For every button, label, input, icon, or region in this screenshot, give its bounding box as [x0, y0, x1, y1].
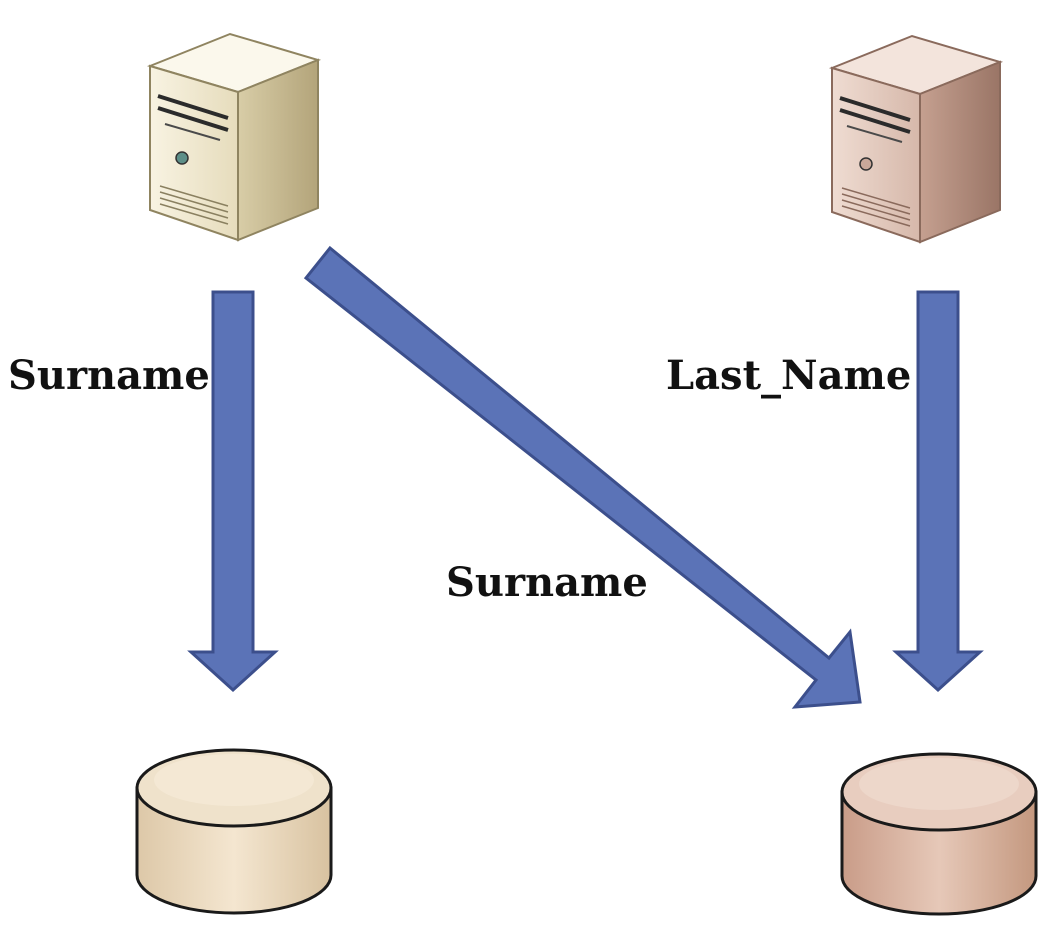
cross-flow-arrow: [303, 245, 862, 709]
right-flow-arrow: [892, 290, 984, 693]
cross-flow-label: Surname: [446, 559, 648, 606]
left-flow-label: Surname: [8, 352, 210, 399]
right-flow-label: Last_Name: [666, 352, 912, 399]
right-database-icon: [840, 752, 1038, 916]
left-database-icon: [135, 748, 333, 915]
left-server-icon: [146, 32, 322, 242]
left-flow-arrow: [187, 290, 279, 693]
right-server-icon: [828, 34, 1004, 244]
